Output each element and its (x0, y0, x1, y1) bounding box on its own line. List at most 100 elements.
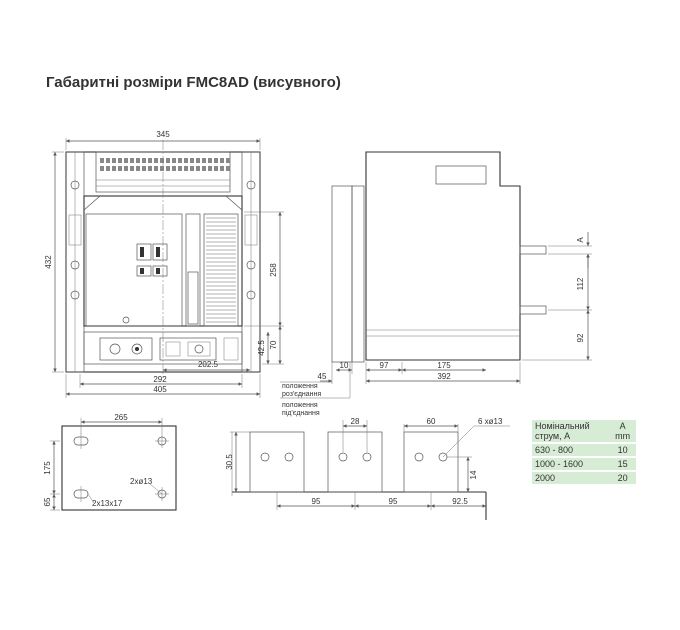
connector-pin (166, 166, 170, 171)
label-disconnected-line1: положення (282, 383, 318, 390)
connector-pin (214, 158, 218, 163)
connector-pin (208, 166, 212, 171)
header-a: A mm (609, 420, 636, 444)
dim-10: 10 (340, 361, 349, 370)
front-view: 345 432 258 70 42.5 202.5 292 405 (44, 130, 284, 398)
connector-pin (130, 166, 134, 171)
header-current: Номінальний струм, А (532, 420, 610, 444)
terminals-view: 30.5 28 60 6 хø13 14 95 95 92.5 (225, 417, 510, 520)
connector-pin (190, 158, 194, 163)
connector-pin (202, 166, 206, 171)
connector-pin (178, 158, 182, 163)
header-a-line2: mm (615, 431, 631, 441)
connector-pins (100, 158, 230, 171)
connector-pin (160, 166, 164, 171)
current-table: Номінальний струм, А A mm 630 - 800 10 1… (532, 420, 636, 486)
connector-pin (220, 158, 224, 163)
connector-pin (154, 166, 158, 171)
table-row: 630 - 800 10 (532, 443, 636, 458)
dim-265: 265 (114, 413, 128, 422)
connector-pin (142, 166, 146, 171)
table-cell-a: 15 (609, 457, 636, 472)
connector-pin (100, 158, 104, 163)
connector-pin (184, 166, 188, 171)
table-cell-a: 20 (609, 471, 636, 486)
header-current-line2: струм, А (535, 431, 571, 441)
slot-callout: 2х13х17 (92, 499, 123, 508)
connector-pin (130, 158, 134, 163)
dim-175-mount: 175 (43, 461, 52, 475)
dim-65: 65 (43, 497, 52, 506)
connector-pin (124, 158, 128, 163)
connector-pin (160, 158, 164, 163)
header-a-line1: A (619, 421, 626, 431)
dim-28: 28 (351, 417, 360, 426)
connector-pin (154, 158, 158, 163)
side-view: A 112 92 10 97 175 392 45 положення роз'… (280, 151, 592, 417)
label-connected-line2: під'єднання (282, 409, 320, 417)
dim-60: 60 (427, 417, 436, 426)
table-cell-current: 2000 (532, 471, 610, 486)
connector-pin (106, 158, 110, 163)
connector-pin (202, 158, 206, 163)
connector-pin (124, 166, 128, 171)
mount-view: 265 175 65 2хø13 2х13х17 (43, 413, 177, 511)
table-cell-a: 10 (609, 443, 636, 458)
label-connected-line1: положення (282, 402, 318, 409)
connector-pin (172, 166, 176, 171)
dim-A: A (576, 237, 585, 243)
dim-30-5: 30.5 (225, 454, 234, 470)
dim-405: 405 (153, 385, 167, 394)
table-cell-current: 630 - 800 (532, 443, 610, 458)
connector-pin (118, 166, 122, 171)
page-title: Габаритні розміри FMC8AD (висувного) (46, 74, 341, 91)
table-row: 2000 20 (532, 471, 636, 486)
connector-pin (118, 158, 122, 163)
table-row: 1000 - 1600 15 (532, 457, 636, 472)
connector-pin (226, 166, 230, 171)
connector-pin (112, 166, 116, 171)
hole-callout: 2хø13 (130, 477, 153, 486)
connector-pin (214, 166, 218, 171)
table-header: Номінальний струм, А A mm (532, 420, 636, 444)
connector-pin (136, 166, 140, 171)
dim-14: 14 (469, 470, 478, 479)
connector-pin (172, 158, 176, 163)
dim-345: 345 (156, 130, 170, 139)
dim-70: 70 (269, 340, 278, 349)
connector-pin (226, 158, 230, 163)
connector-pin (196, 166, 200, 171)
connector-pin (178, 166, 182, 171)
table-cell-current: 1000 - 1600 (532, 457, 610, 472)
dim-175-side: 175 (437, 361, 451, 370)
dim-392: 392 (437, 372, 451, 381)
connector-pin (208, 158, 212, 163)
holes-callout: 6 хø13 (478, 417, 503, 426)
connector-pin (184, 158, 188, 163)
dim-112: 112 (576, 277, 585, 290)
connector-pin (112, 158, 116, 163)
dim-432: 432 (44, 255, 53, 269)
dim-42-5: 42.5 (257, 340, 266, 356)
connector-pin (196, 158, 200, 163)
dim-92-5: 92.5 (452, 497, 468, 506)
connector-pin (142, 158, 146, 163)
dim-95-b: 95 (389, 497, 398, 506)
dim-92: 92 (576, 333, 585, 342)
dim-292: 292 (153, 375, 167, 384)
dim-202-5: 202.5 (198, 360, 219, 369)
header-current-line1: Номінальний (535, 421, 590, 431)
connector-pin (136, 158, 140, 163)
connector-pin (148, 166, 152, 171)
dim-45: 45 (318, 372, 327, 381)
dim-95-a: 95 (312, 497, 321, 506)
connector-pin (148, 158, 152, 163)
connector-pin (220, 166, 224, 171)
connector-pin (100, 166, 104, 171)
dim-97: 97 (380, 361, 389, 370)
connector-pin (166, 158, 170, 163)
dim-258: 258 (269, 263, 278, 277)
connector-pin (106, 166, 110, 171)
label-disconnected-line2: роз'єднання (282, 391, 321, 398)
